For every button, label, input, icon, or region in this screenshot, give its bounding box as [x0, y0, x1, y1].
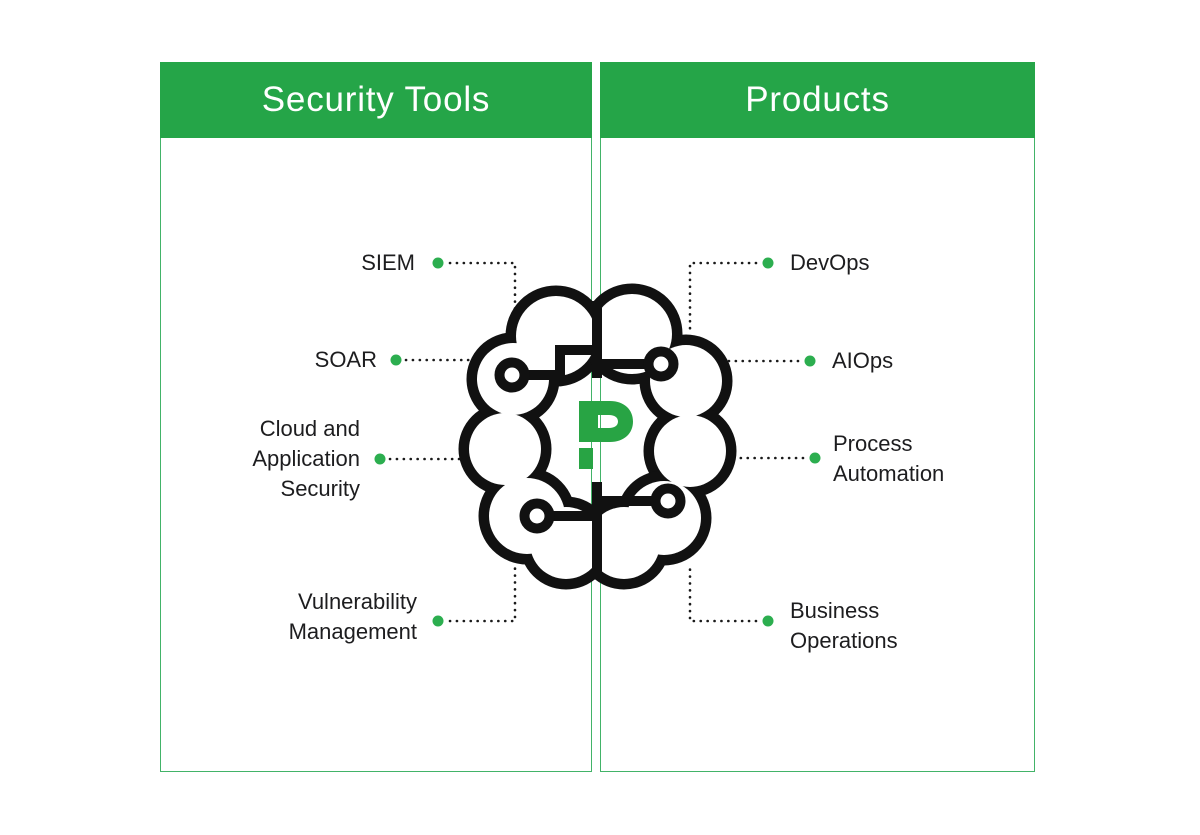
label-vulnerability-management: Vulnerability Management [289, 587, 417, 647]
security-tools-header: Security Tools [160, 62, 592, 138]
security-tools-title: Security Tools [261, 80, 491, 119]
security-tools-panel: Security Tools [160, 62, 592, 772]
label-process-automation: Process Automation [833, 429, 944, 489]
label-line: Security [280, 476, 360, 501]
label-business-operations: Business Operations [790, 596, 898, 656]
products-title: Products [745, 80, 890, 119]
label-line: Process [833, 431, 913, 456]
label-line: AIOps [832, 348, 894, 373]
label-line: Application [252, 446, 360, 471]
products-panel: Products [600, 62, 1035, 772]
label-line: Management [288, 619, 417, 644]
label-siem: SIEM [361, 248, 415, 278]
label-line: SOAR [314, 347, 377, 372]
products-header: Products [600, 62, 1035, 138]
products-body [600, 138, 1035, 772]
label-line: Vulnerability [297, 589, 417, 614]
label-aiops: AIOps [832, 346, 893, 376]
label-line: Automation [833, 461, 945, 486]
label-line: Operations [790, 628, 898, 653]
label-soar: SOAR [315, 345, 377, 375]
label-line: Cloud and [259, 416, 360, 441]
label-cloud-application-security: Cloud and Application Security [252, 414, 360, 504]
label-devops: DevOps [790, 248, 869, 278]
label-line: Business [790, 598, 880, 623]
label-line: DevOps [790, 250, 870, 275]
security-tools-body [160, 138, 592, 772]
label-line: SIEM [361, 250, 415, 275]
